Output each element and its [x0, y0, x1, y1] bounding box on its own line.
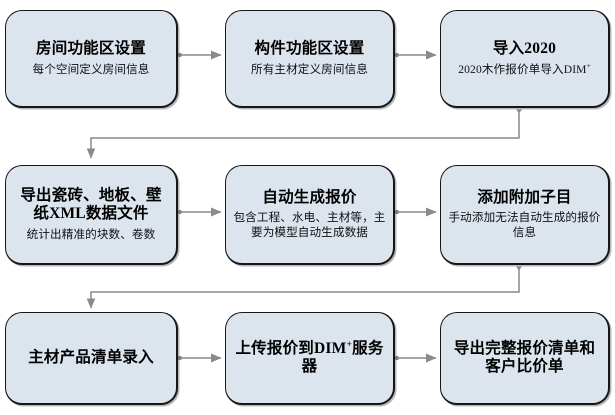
node-subtitle: 每个空间定义房间信息 [32, 62, 150, 76]
node-import-2020[interactable]: 导入2020 2020木作报价单导入DIM+ [440, 10, 610, 108]
arrow-r2c3-to-r3c1 [86, 266, 522, 309]
node-main-material-product-list-entry[interactable]: 主材产品清单录入 [5, 312, 178, 405]
arrow-r1c2-to-r1c3 [394, 50, 437, 60]
node-subtitle: 统计出精准的块数、卷数 [26, 227, 156, 241]
node-title: 导入2020 [492, 40, 557, 58]
node-export-full-quotation-and-comparison[interactable]: 导出完整报价清单和客户比价单 [440, 312, 610, 405]
arrow-r1c1-to-r1c2 [177, 50, 222, 60]
arrow-r2c2-to-r2c3 [394, 207, 437, 217]
node-title: 添加附加子目 [477, 188, 572, 206]
node-title: 导出完整报价清单和客户比价单 [453, 339, 596, 375]
node-subtitle: 包含工程、水电、主材等，主要为模型自动生成数据 [233, 211, 386, 240]
arrow-r3c2-to-r3c3 [394, 353, 437, 363]
node-title: 导出瓷砖、地板、壁纸XML数据文件 [20, 187, 162, 223]
node-component-function-zone-setup[interactable]: 构件功能区设置 所有主材定义房间信息 [225, 10, 395, 108]
node-auto-generate-quotation[interactable]: 自动生成报价 包含工程、水电、主材等，主要为模型自动生成数据 [225, 165, 395, 265]
node-title: 构件功能区设置 [254, 40, 365, 58]
node-title: 主材产品清单录入 [28, 348, 154, 366]
node-add-attached-subitem[interactable]: 添加附加子目 手动添加无法自动生成的报价信息 [440, 165, 610, 265]
node-upload-quotation-to-dim-server[interactable]: 上传报价到DIM+服务器 [225, 312, 395, 405]
arrow-r2c1-to-r2c2 [177, 207, 222, 217]
node-subtitle: 手动添加无法自动生成的报价信息 [448, 211, 601, 240]
node-subtitle: 2020木作报价单导入DIM+ [458, 61, 591, 76]
node-subtitle: 所有主材定义房间信息 [251, 62, 368, 76]
node-title: 自动生成报价 [262, 188, 357, 206]
node-title: 房间功能区设置 [36, 40, 146, 58]
node-room-function-zone-setup[interactable]: 房间功能区设置 每个空间定义房间信息 [5, 10, 178, 108]
arrow-r1c3-to-r2c1 [86, 109, 522, 159]
node-export-tile-floor-wallpaper-xml[interactable]: 导出瓷砖、地板、壁纸XML数据文件 统计出精准的块数、卷数 [5, 165, 178, 265]
arrow-r3c1-to-r3c2 [177, 353, 222, 363]
node-title: 上传报价到DIM+服务器 [235, 338, 384, 375]
